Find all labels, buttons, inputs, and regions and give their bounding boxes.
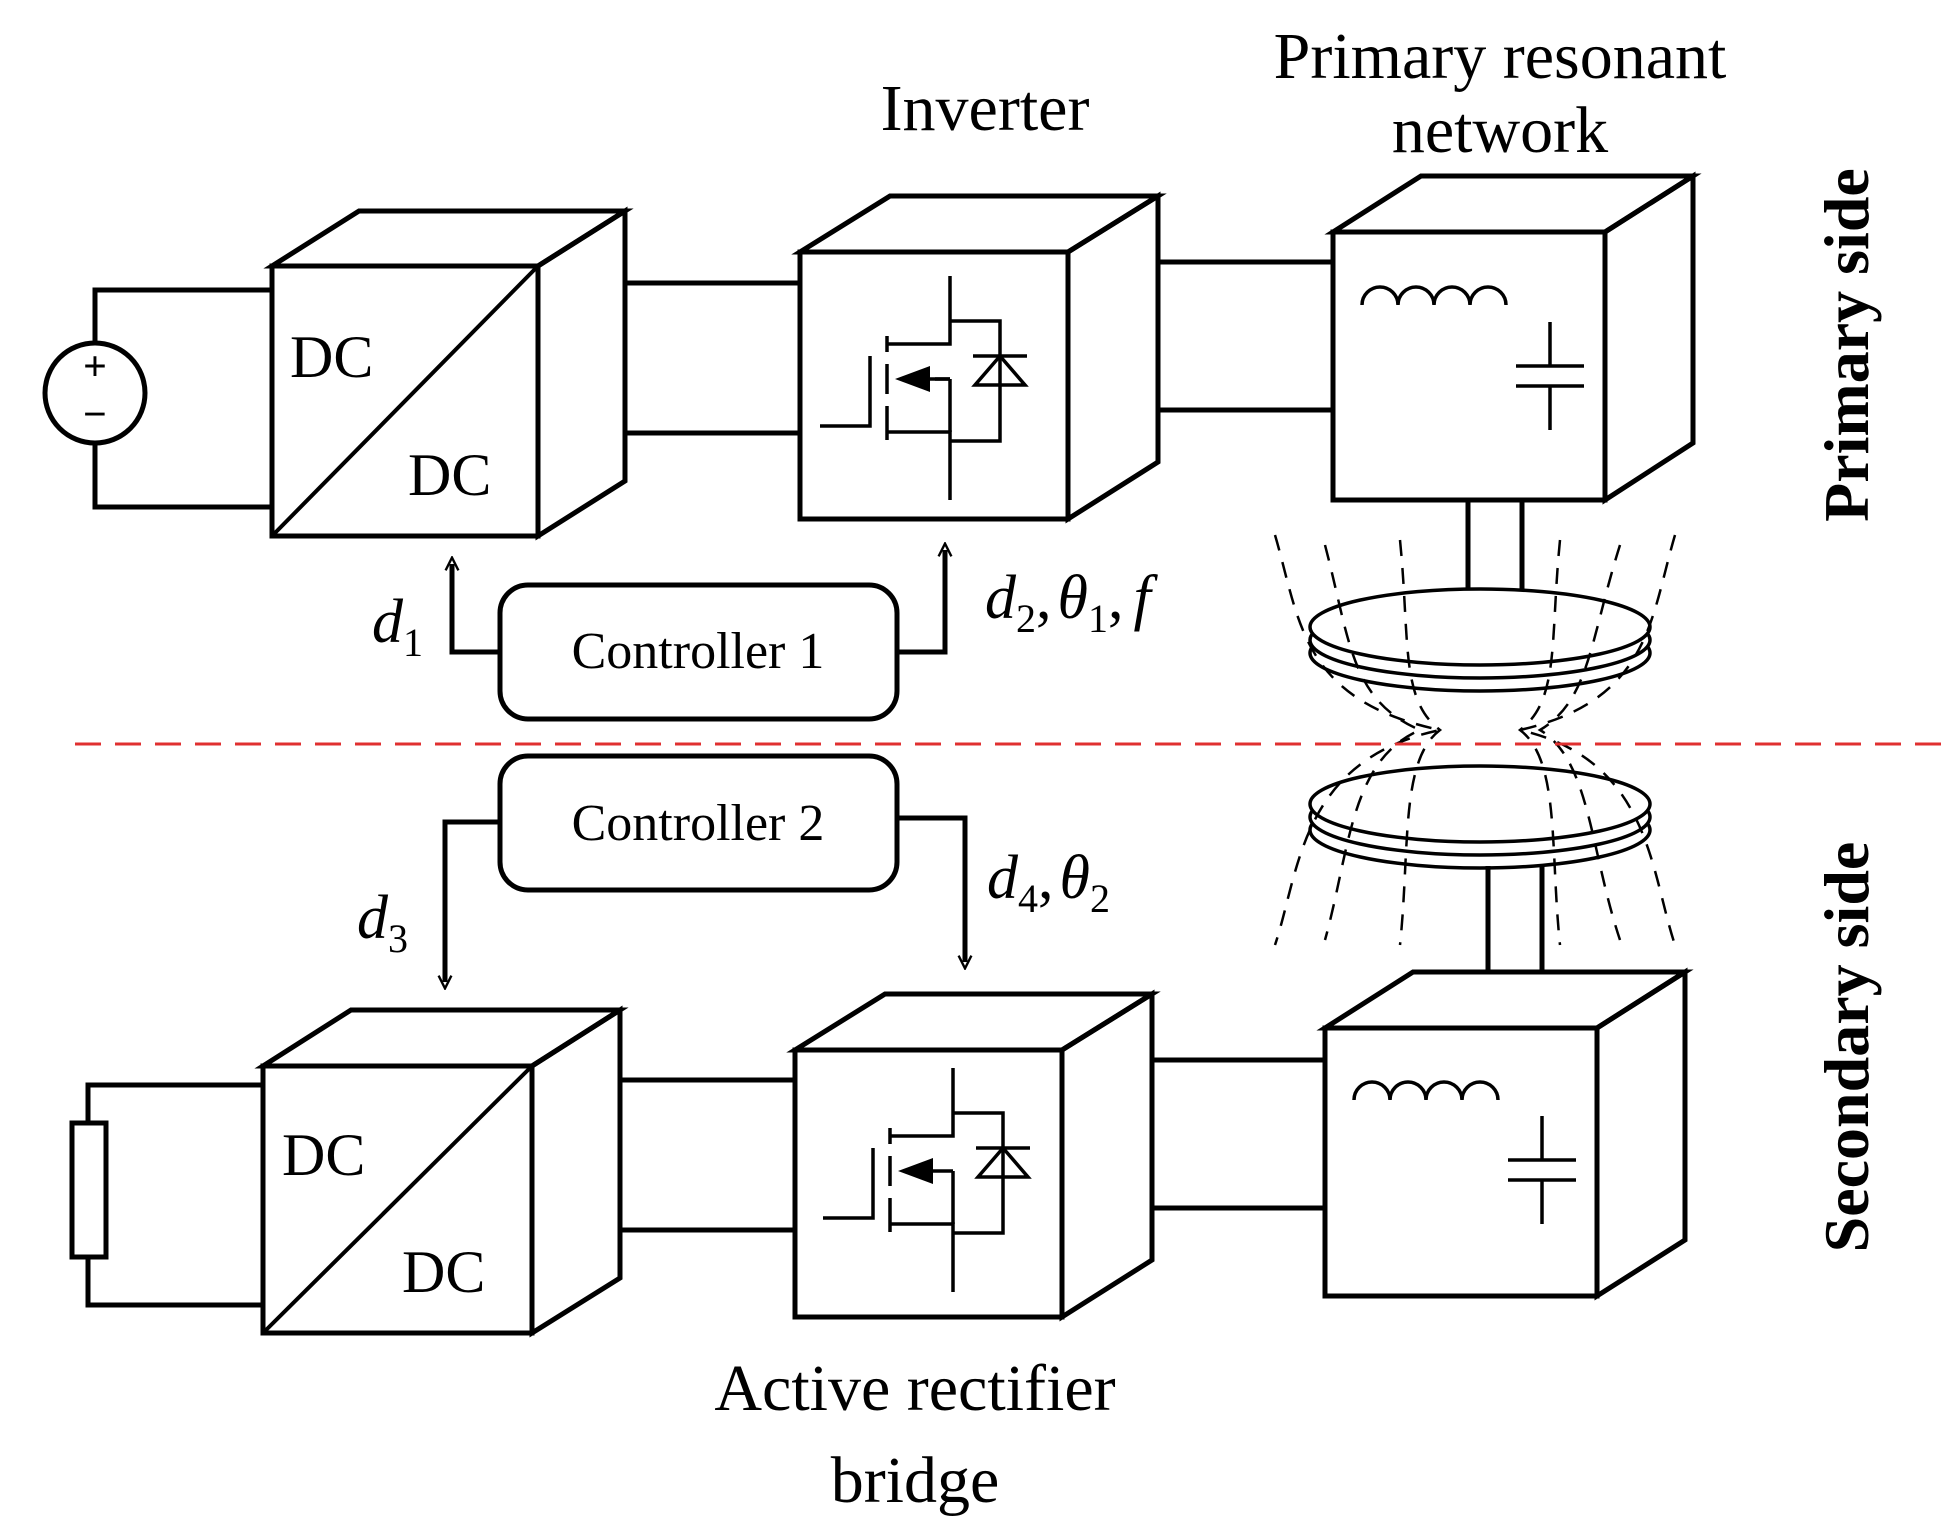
secondary-dc-output-label: DC bbox=[402, 1239, 485, 1305]
d1-signal-arrow bbox=[452, 564, 500, 655]
primary-dc-output-label: DC bbox=[408, 442, 491, 508]
controller-2-label: Controller 2 bbox=[572, 795, 825, 852]
rectifier-title-line1: Active rectifier bbox=[714, 1352, 1115, 1425]
primary-coil-icon bbox=[1308, 587, 1652, 693]
d4-theta2-label: d4,θ2 bbox=[987, 844, 1110, 921]
magnetic-field-lines bbox=[1273, 534, 1677, 946]
secondary-dc-input-label: DC bbox=[282, 1122, 365, 1188]
primary-dcdc-converter-block: DC DC bbox=[263, 206, 634, 541]
primary-inductor-icon bbox=[1360, 285, 1508, 306]
d3-signal-arrow bbox=[445, 819, 500, 982]
d3-label: d3 bbox=[357, 884, 408, 961]
source-wire-top bbox=[92, 287, 272, 343]
inverter-block bbox=[791, 191, 1167, 524]
rectifier-title-line2: bridge bbox=[831, 1444, 1000, 1517]
source-plus-sign: + bbox=[83, 344, 107, 390]
secondary-side-label: Secondary side bbox=[1811, 842, 1882, 1253]
d2-theta1-f-signal-arrow bbox=[897, 550, 945, 655]
load-wire-top bbox=[85, 1082, 263, 1123]
secondary-inductor-icon bbox=[1352, 1080, 1500, 1101]
d1-label: d1 bbox=[372, 588, 423, 665]
load-resistor-icon bbox=[69, 1120, 109, 1260]
primary-resonant-network-block bbox=[1324, 171, 1702, 505]
inverter-mosfet-icon bbox=[820, 276, 1029, 500]
secondary-resonant-network-block bbox=[1316, 967, 1694, 1301]
controller-1-label: Controller 1 bbox=[572, 623, 825, 680]
d2-theta1-f-label: d2,θ1,f bbox=[985, 564, 1158, 641]
secondary-capacitor-icon bbox=[1508, 1116, 1576, 1224]
active-rectifier-block bbox=[786, 989, 1161, 1322]
primary-side-label: Primary side bbox=[1811, 168, 1882, 522]
primary-dc-input-label: DC bbox=[290, 324, 373, 390]
primary-capacitor-icon bbox=[1516, 322, 1584, 430]
inverter-title: Inverter bbox=[881, 72, 1090, 145]
controller-1-block: Controller 1 bbox=[497, 582, 900, 722]
secondary-coil-icon bbox=[1308, 764, 1652, 870]
controller-2-block: Controller 2 bbox=[497, 753, 900, 893]
dc-voltage-source: + − bbox=[42, 340, 148, 446]
rectifier-mosfet-icon bbox=[823, 1068, 1032, 1292]
source-minus-sign: − bbox=[83, 392, 107, 438]
source-wire-bottom bbox=[92, 443, 272, 510]
load-wire-bottom bbox=[85, 1257, 263, 1308]
primary-network-title-line1: Primary resonant bbox=[1274, 20, 1727, 93]
secondary-dcdc-converter-block: DC DC bbox=[254, 1005, 629, 1338]
primary-network-title-line2: network bbox=[1392, 94, 1608, 167]
d4-theta2-signal-arrow bbox=[897, 815, 965, 962]
